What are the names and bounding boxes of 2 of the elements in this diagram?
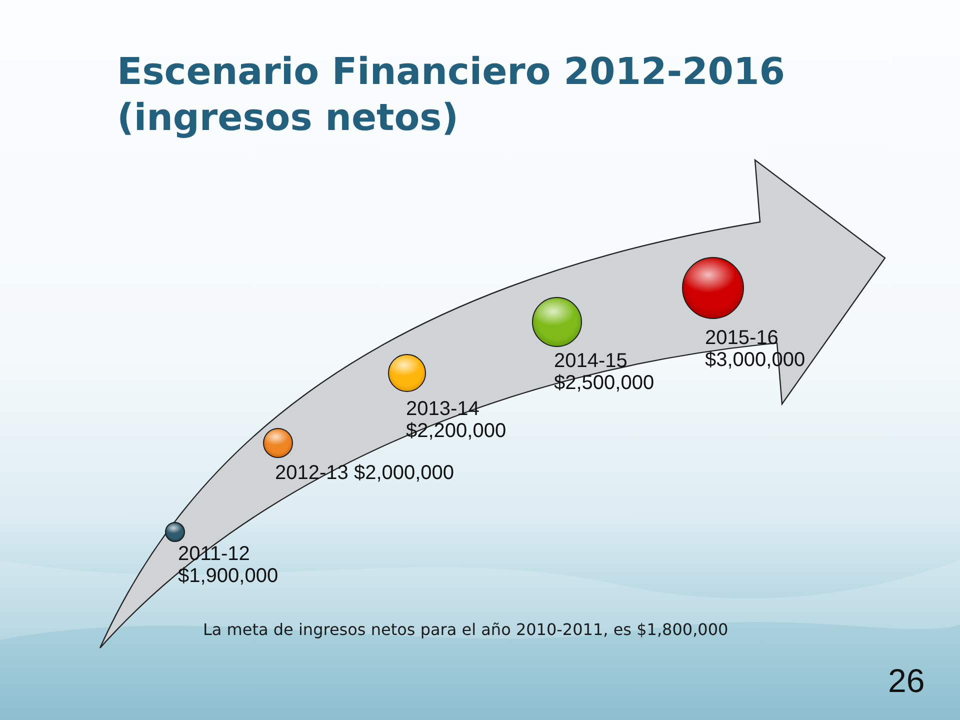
slide-title: Escenario Financiero 2012-2016 (ingresos netos) (117, 49, 786, 141)
page-number: 26 (888, 664, 925, 697)
